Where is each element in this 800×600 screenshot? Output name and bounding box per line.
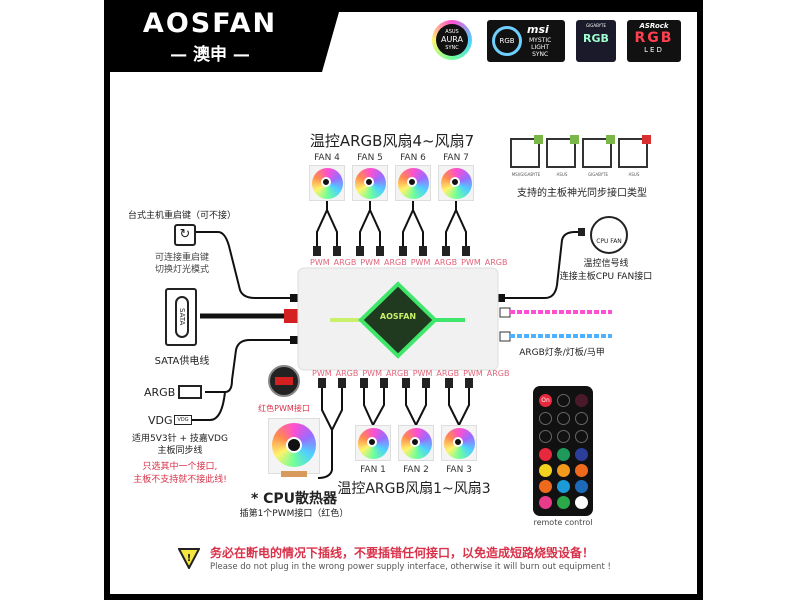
remote-control-icon: On: [533, 386, 593, 516]
argb-label: ARGB: [144, 386, 176, 399]
brand-logo: AOSFAN: [142, 8, 278, 39]
fan-5-icon: [352, 165, 388, 201]
remote-color-button: [557, 480, 570, 493]
header-asus-unsupported-icon: [618, 135, 651, 168]
remote-on-button: On: [539, 394, 552, 407]
reset-desc: 可连接重启键切换灯光模式: [154, 253, 210, 275]
header-msi-gigabyte-icon: [510, 135, 543, 168]
bottom-connectors: [318, 378, 473, 388]
remote-color-button: [557, 448, 570, 461]
remote-color-button: [575, 448, 588, 461]
cpu-fan-signal-wire: [500, 231, 580, 299]
fan-2-label: FAN 2: [403, 465, 429, 475]
remote-color-button: [539, 496, 552, 509]
fan-5-label: FAN 5: [357, 153, 383, 163]
top-fan-wires: [316, 200, 467, 248]
hub-logo-diamond: [358, 281, 438, 359]
remote-color-button: [575, 480, 588, 493]
cpu-fan-header-icon: CPU FAN: [590, 216, 628, 254]
header-asus-icon: [546, 135, 579, 168]
brand-chinese: — 澳申 —: [170, 45, 250, 65]
asrock-rgb-logo: ASRock RGB LED: [627, 20, 681, 62]
red-pwm-connector-icon: [268, 365, 300, 397]
fan-4-icon: [309, 165, 345, 201]
fan-3-icon: [441, 425, 477, 461]
argb-plug-icon: [178, 385, 202, 399]
argb-strip-2: [499, 331, 612, 342]
strip-caption: ARGB灯条/灯板/马甲: [519, 348, 605, 358]
vdg-label: VDG: [148, 414, 173, 427]
reset-title: 台式主机重启键（可不接）: [127, 211, 237, 221]
svg-text:!: !: [187, 553, 192, 564]
top-connectors: [313, 246, 470, 256]
reset-button-icon: ↻: [174, 224, 196, 246]
fan-7-icon: [438, 165, 474, 201]
bottom-group-title: 温控ARGB风扇1~风扇3: [337, 481, 491, 497]
sync-warn: 只选其中一个接口,主板不支持就不接此线!: [133, 462, 227, 485]
fan-3-label: FAN 3: [446, 465, 472, 475]
cpu-cooler-icon: [268, 418, 320, 477]
brand-chinese-text: 澳申: [193, 45, 227, 65]
header-gigabyte-icon: [582, 135, 615, 168]
supported-caption: 支持的主板神光同步接口类型: [517, 188, 647, 199]
gigabyte-rgb-logo: GIGABYTE RGB: [576, 20, 616, 62]
sata-caption: SATA供电线: [154, 356, 210, 367]
bottom-fan-wires: [317, 388, 470, 479]
argb-vdg-wire: [192, 339, 290, 421]
header-band: [104, 0, 703, 72]
signal-desc: 温控信号线连接主板CPU FAN接口: [559, 259, 653, 282]
remote-color-button: [557, 496, 570, 509]
reset-wire: [196, 231, 290, 299]
sata-connector-icon: SATA: [165, 288, 197, 346]
remote-color-button: [557, 464, 570, 477]
remote-color-button: [539, 448, 552, 461]
remote-color-button: [575, 464, 588, 477]
top-group-title: 温控ARGB风扇4~风扇7: [309, 132, 475, 150]
fan-6-icon: [395, 165, 431, 201]
fan-1-icon: [355, 425, 391, 461]
warning-icon: !: [178, 548, 200, 569]
cpu-cooler-desc: 插第1个PWM接口（红色）: [239, 509, 349, 519]
hub-logo: AOSFAN: [379, 312, 417, 321]
supported-headers: [510, 135, 651, 168]
fan-6-label: FAN 6: [400, 153, 426, 163]
remote-label: remote control: [533, 518, 593, 527]
vdg-plug-icon: VDG: [174, 415, 192, 425]
fan-2-icon: [398, 425, 434, 461]
remote-color-button: [539, 464, 552, 477]
remote-color-button: [539, 480, 552, 493]
remote-color-button: [575, 496, 588, 509]
red-pwm-label: 红色PWM接口: [258, 404, 310, 413]
sata-connector-red: [284, 309, 298, 323]
argb-strip-1: [499, 307, 612, 318]
warning-en: Please do not plug in the wrong power su…: [210, 562, 611, 572]
cpu-cooler-title: * CPU散热器: [250, 491, 338, 507]
warning-cn: 务必在断电的情况下插线，不要插错任何接口，以免造成短路烧毁设备！: [210, 546, 595, 560]
fan-7-label: FAN 7: [443, 153, 469, 163]
fan-1-label: FAN 1: [360, 465, 386, 475]
fan-4-label: FAN 4: [314, 153, 340, 163]
